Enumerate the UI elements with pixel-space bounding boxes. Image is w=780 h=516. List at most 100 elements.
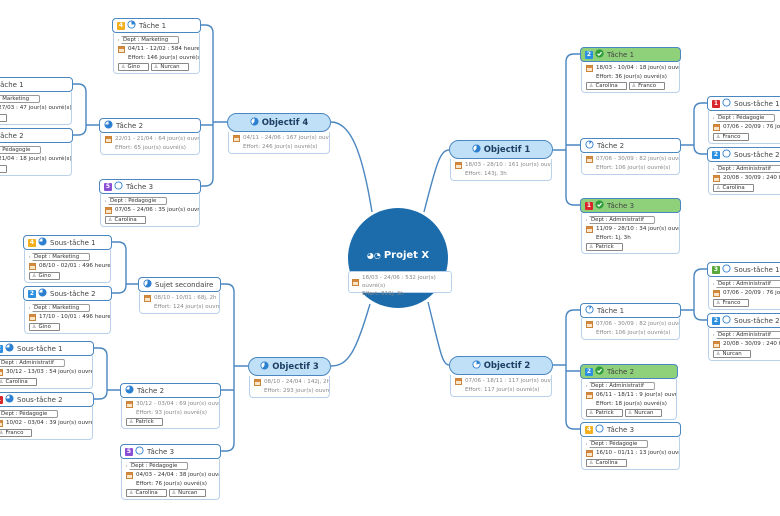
calendar-icon [586,320,593,328]
resource-chip[interactable]: Patrick [586,243,623,251]
task-node[interactable]: Tâche 107/06 - 30/09 : 82 jour(s) ouvré(… [580,303,681,340]
resource-chip[interactable]: Franco [628,82,666,90]
objective-header[interactable]: Objectif 4 [227,113,331,132]
task-header[interactable]: Sujet secondaire [138,277,221,292]
objective-header[interactable]: Objectif 3 [248,357,331,376]
task-effort: Effort: 65 jour(s) ouvré(s) [115,144,186,151]
calendar-icon [586,225,593,233]
priority-badge: 2 [585,367,593,376]
progress-icon [5,394,17,405]
resource-chip[interactable]: Carolina [105,215,146,224]
progress-icon [595,49,607,60]
progress-icon [722,315,734,326]
resource-chip[interactable]: o [0,164,7,173]
resource-chip[interactable]: Patrick [586,409,623,417]
resource-chip[interactable]: Carolina [126,489,167,497]
task-header[interactable]: Tâche 1 [580,303,681,318]
task-header[interactable]: Tâche 2 [99,118,201,133]
task-dates: 20/08 - 30/09 : 240 heure(s) [723,175,780,181]
dept-tag: Dept : Pédagogie [586,440,649,448]
progress-icon [595,366,607,377]
resource-chip[interactable]: Carolina [586,82,627,90]
resource-chip[interactable]: Carolina [0,377,37,386]
resource-chip[interactable]: Nurcan [713,349,751,358]
resource-chip[interactable]: Franco [0,428,33,437]
task-info: 30/12 - 03/04 : 69 jour(s) ouvré(s)Effor… [121,398,220,429]
objective-node[interactable]: Objectif 1 18/03 - 28/10 : 161 jour(s) o… [449,140,553,181]
dept-tag: Dept : Administratif [713,165,780,173]
task-dates: 07/06 - 30/09 : 82 jour(s) ouvré(s) [596,156,680,162]
resource-chip[interactable]: Nurcan [624,409,663,417]
resource-chip[interactable]: Gino [29,322,60,331]
objective-title: Objectif 4 [261,117,309,128]
resource-chip[interactable]: Patrick [126,418,163,426]
resource-chip[interactable]: Franco [713,298,750,307]
objective-node[interactable]: Objectif 2 07/06 - 18/11 : 117 jour(s) o… [449,356,553,397]
task-node[interactable]: Tâche 230/12 - 03/04 : 69 jour(s) ouvré(… [120,383,221,429]
resource-chip[interactable]: Nurcan [168,489,207,497]
task-node[interactable]: Tâche 2 07/06 - 30/09 : 82 jour(s) ouvré(… [580,138,681,175]
task-title: Tâche 3 [607,201,635,210]
task-node[interactable]: Tâche 222/01 - 21/04 : 64 jour(s) ouvré(… [99,118,201,155]
priority-badge: 4 [28,238,36,247]
task-title: Sujet secondaire [155,280,214,289]
resource-chip[interactable]: Franco [713,132,750,141]
link-obj4-tasks [201,24,227,187]
task-info: 07/06 - 30/09 : 82 jour(s) ouvré(s)Effor… [581,318,680,340]
resource-chip[interactable] [0,113,7,122]
task-header[interactable]: Tâche 2 [120,383,221,398]
root-title[interactable]: ◕◔ Projet X [366,250,430,261]
resource-chip[interactable]: Carolina [586,458,627,467]
objective-header[interactable]: Objectif 2 [449,356,553,375]
progress-icon [38,237,50,248]
resource-chip[interactable]: Gino [118,63,149,71]
resource-chip[interactable]: Nurcan [150,63,189,71]
objective-header[interactable]: Objectif 1 [449,140,553,159]
resource-chip[interactable]: Gino [29,271,60,280]
resource-chip[interactable]: Carolina [713,183,754,192]
task-header[interactable]: Tâche 2 [580,138,681,153]
task-header[interactable]: Sous-tâche 1 [0,77,73,92]
task-title: Tâche 1 [139,21,167,30]
task-header[interactable]: Sous-tâche 2 [0,128,73,143]
objective-node[interactable]: Objectif 4 04/11 - 24/06 : 167 jour(s) o… [227,113,331,154]
